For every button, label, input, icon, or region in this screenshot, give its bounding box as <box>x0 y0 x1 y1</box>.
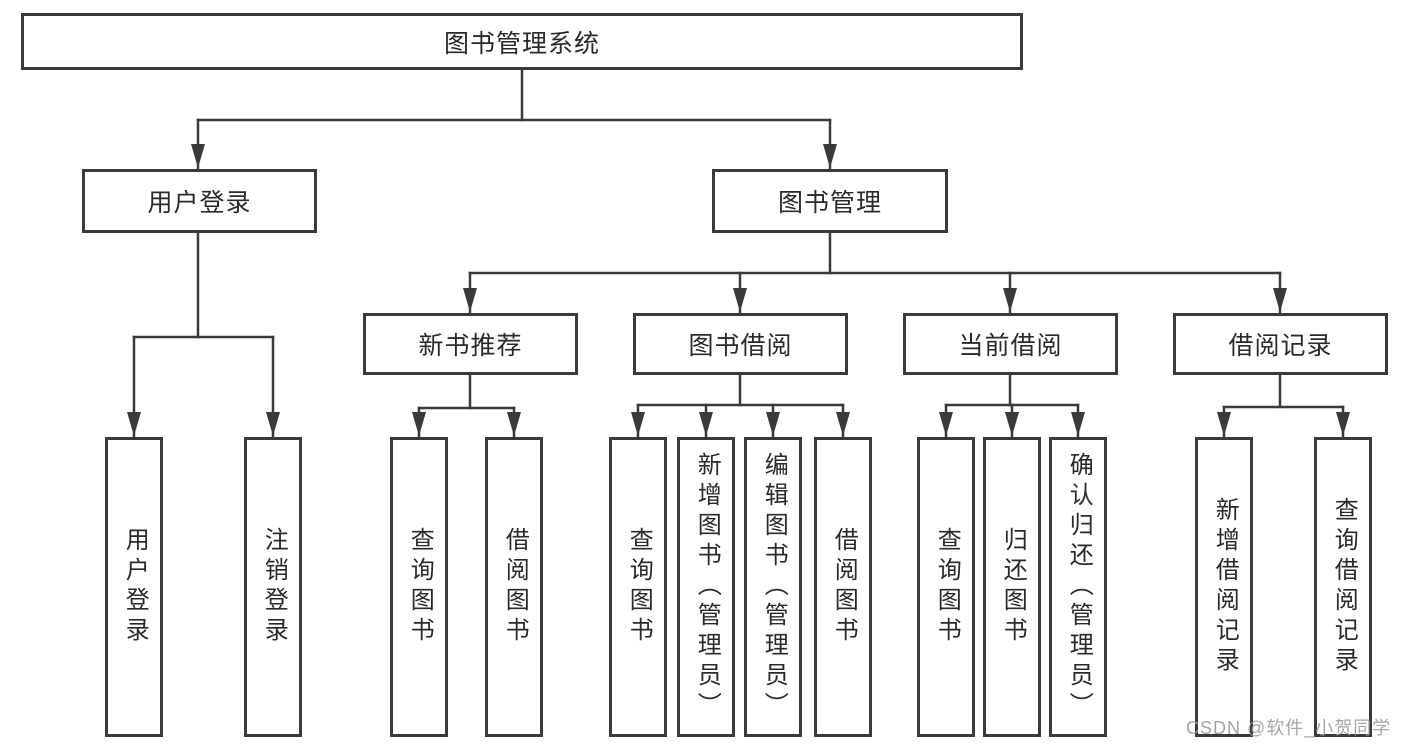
leaf-confirm-return-admin: 确认归还（管理员） <box>1049 437 1107 737</box>
csdn-watermark: CSDN @软件_小贺同学 <box>1186 718 1392 738</box>
node-borrow-records: 借阅记录 <box>1173 313 1388 375</box>
node-current-borrow: 当前借阅 <box>903 313 1118 375</box>
leaf-label: 归还图书 <box>999 527 1027 647</box>
leaf-label: 编辑图书（管理员） <box>760 452 788 722</box>
leaf-borrow-books: 借阅图书 <box>814 437 872 737</box>
leaf-label: 新增借阅记录 <box>1211 497 1239 677</box>
leaf-add-borrow-record: 新增借阅记录 <box>1195 437 1253 737</box>
leaf-return-books: 归还图书 <box>983 437 1041 737</box>
leaf-label: 查询图书 <box>625 527 653 647</box>
node-book-borrow: 图书借阅 <box>633 313 848 375</box>
leaf-label: 查询图书 <box>406 527 434 647</box>
connector-root-to-level2 <box>191 68 837 170</box>
connector-borrow-records-to-leaves <box>1217 373 1350 438</box>
leaf-label: 注销登录 <box>260 527 288 647</box>
leaf-label: 新增图书（管理员） <box>693 452 721 722</box>
leaf-query-borrow-record: 查询借阅记录 <box>1314 437 1372 737</box>
node-new-book-recommend: 新书推荐 <box>363 313 578 375</box>
leaf-edit-books-admin: 编辑图书（管理员） <box>744 437 802 737</box>
leaf-query-books-borrow: 查询图书 <box>609 437 667 737</box>
leaf-add-books-admin: 新增图书（管理员） <box>677 437 735 737</box>
connector-book-management-to-level3 <box>463 231 1287 314</box>
leaf-label: 借阅图书 <box>501 527 529 647</box>
node-book-management: 图书管理 <box>712 169 948 233</box>
leaf-user-login: 用户登录 <box>105 437 163 737</box>
node-library-management-system: 图书管理系统 <box>21 13 1023 70</box>
leaf-label: 确认归还（管理员） <box>1065 452 1093 722</box>
leaf-query-books-current: 查询图书 <box>917 437 975 737</box>
connector-current-borrow-to-leaves <box>939 373 1085 438</box>
connector-new-book-to-leaves <box>412 373 521 438</box>
leaf-label: 查询借阅记录 <box>1330 497 1358 677</box>
connector-book-borrow-to-leaves <box>631 373 850 438</box>
leaf-query-books-recommend: 查询图书 <box>390 437 448 737</box>
leaf-logout: 注销登录 <box>244 437 302 737</box>
connector-user-login-to-leaves <box>127 231 280 438</box>
leaf-label: 借阅图书 <box>830 527 858 647</box>
leaf-borrow-books-recommend: 借阅图书 <box>485 437 543 737</box>
node-user-login: 用户登录 <box>82 169 317 233</box>
leaf-label: 用户登录 <box>121 527 149 647</box>
leaf-label: 查询图书 <box>933 527 961 647</box>
